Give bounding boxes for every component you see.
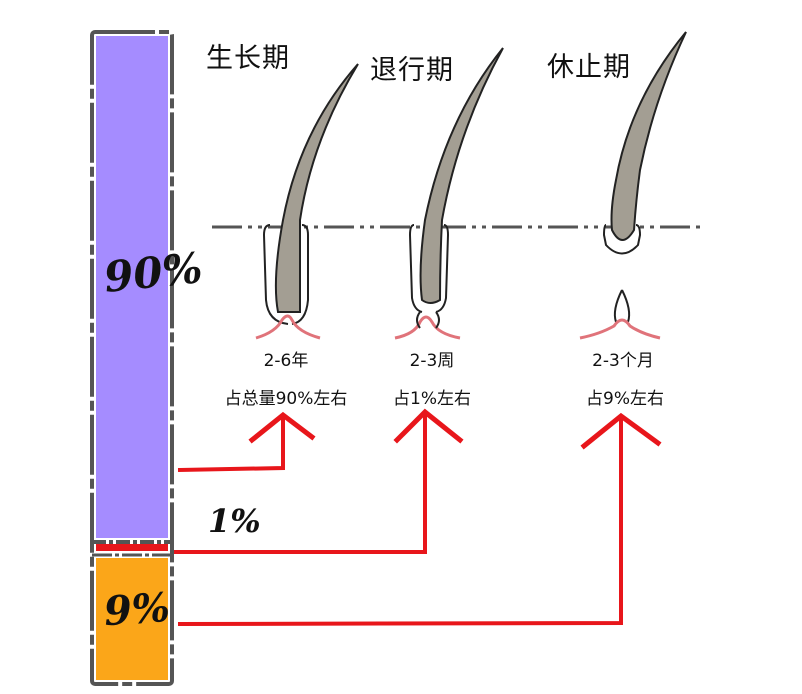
bar-label-telogen: 9% xyxy=(102,583,172,636)
bar-label-anagen: 90% xyxy=(101,242,205,303)
bar-segment-anagen xyxy=(96,36,168,538)
stage-duration-anagen: 2-6年 xyxy=(263,351,309,371)
stage-title-telogen: 休止期 xyxy=(547,52,631,83)
stage-title-catagen: 退行期 xyxy=(370,55,454,86)
stage-share-telogen: 占9%左右 xyxy=(586,389,664,409)
bar-segment-telogen xyxy=(96,558,168,680)
arrow-to-catagen xyxy=(174,408,464,554)
hair-catagen-illustration xyxy=(394,47,504,340)
hair-anagen-illustration xyxy=(255,63,359,340)
arrow-to-anagen xyxy=(177,411,316,473)
bar-frame xyxy=(90,30,174,686)
hair-telogen-illustration xyxy=(579,31,687,340)
bar-label-catagen: 1% xyxy=(208,502,261,540)
arrow-to-telogen xyxy=(177,412,662,627)
stage-duration-telogen: 2-3个月 xyxy=(592,351,654,371)
stage-title-anagen: 生长期 xyxy=(206,43,290,74)
stacked-bar xyxy=(90,30,174,686)
bar-segment-catagen xyxy=(96,544,168,551)
stage-share-catagen: 占1%左右 xyxy=(393,389,471,409)
stage-duration-catagen: 2-3周 xyxy=(409,351,455,371)
stage-share-anagen: 占总量90%左右 xyxy=(224,389,348,409)
